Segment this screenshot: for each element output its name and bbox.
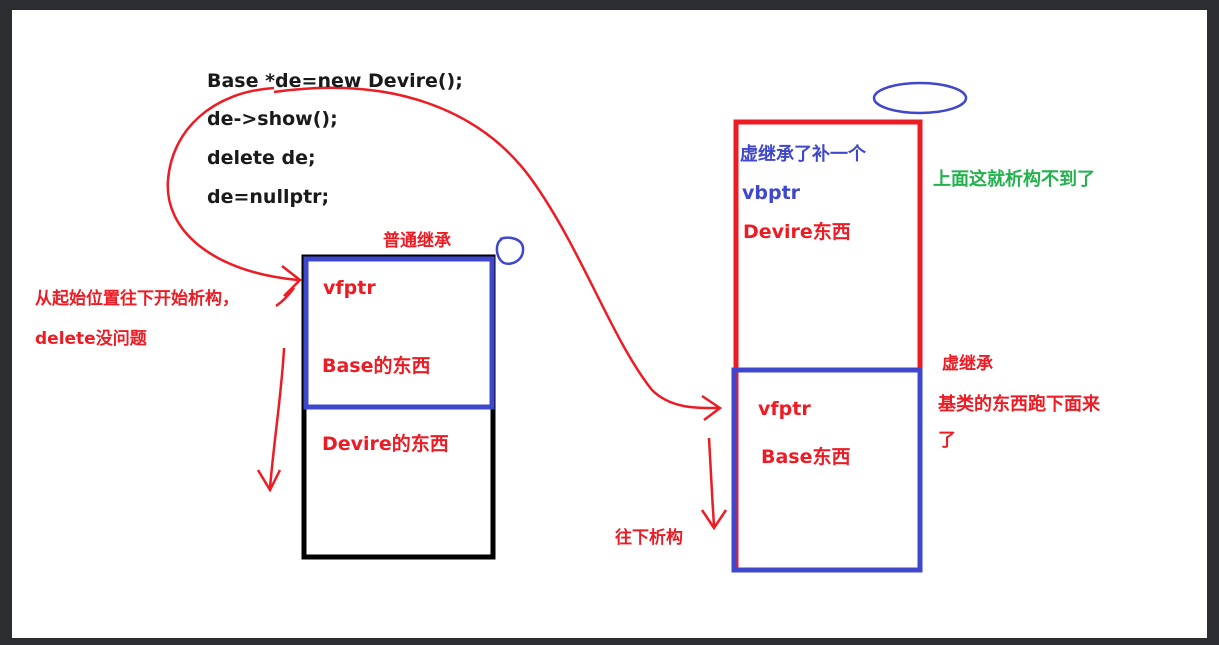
arrowhead-down-left <box>256 469 282 493</box>
right-base-label: Base东西 <box>761 446 851 468</box>
code-line-1: Base *de=new Devire(); <box>207 70 463 92</box>
right-top-line-2: vbptr <box>742 182 801 204</box>
left-base-label: Base的东西 <box>322 355 431 377</box>
arrow-code-to-left-box <box>166 86 299 282</box>
arrow-code-to-right-box <box>273 86 719 410</box>
base-block-right <box>731 367 923 573</box>
arrowhead-left-box <box>281 265 302 297</box>
right-top-line-3: Devire东西 <box>743 221 851 243</box>
right-down-note: 往下析构 <box>615 528 683 548</box>
right-top-note: 上面这就析构不到了 <box>933 169 1095 190</box>
code-line-3: delete de; <box>207 147 316 169</box>
right-side-note-line-2: 基类的东西跑下面来 <box>938 394 1100 415</box>
diagram-canvas: Base *de=new Devire(); de->show(); delet… <box>12 10 1207 638</box>
left-heading: 普通继承 <box>383 231 451 251</box>
base-block-left <box>303 256 495 410</box>
arrowhead-right-box <box>701 394 723 421</box>
right-top-line-1: 虚继承了补一个 <box>740 144 866 165</box>
ellipse-top-right <box>872 81 968 115</box>
left-note-line-1: 从起始位置往下开始析构， <box>35 289 239 309</box>
arrow-down-left <box>268 347 286 489</box>
arrowhead-down-right <box>700 509 728 531</box>
code-line-2: de->show(); <box>207 108 338 130</box>
right-side-note-line-3: 了 <box>938 430 956 451</box>
small-circle-left <box>495 236 525 265</box>
right-vfptr: vfptr <box>758 398 811 420</box>
right-side-note-line-1: 虚继承 <box>942 354 993 374</box>
stroke-left-note <box>275 287 295 308</box>
code-line-4: de=nullptr; <box>207 186 330 208</box>
arrow-down-right <box>707 437 716 527</box>
diagram-drawing <box>166 81 968 573</box>
left-derived-label: Devire的东西 <box>322 433 449 455</box>
left-note-line-2: delete没问题 <box>35 329 147 349</box>
left-vfptr: vfptr <box>323 277 376 299</box>
